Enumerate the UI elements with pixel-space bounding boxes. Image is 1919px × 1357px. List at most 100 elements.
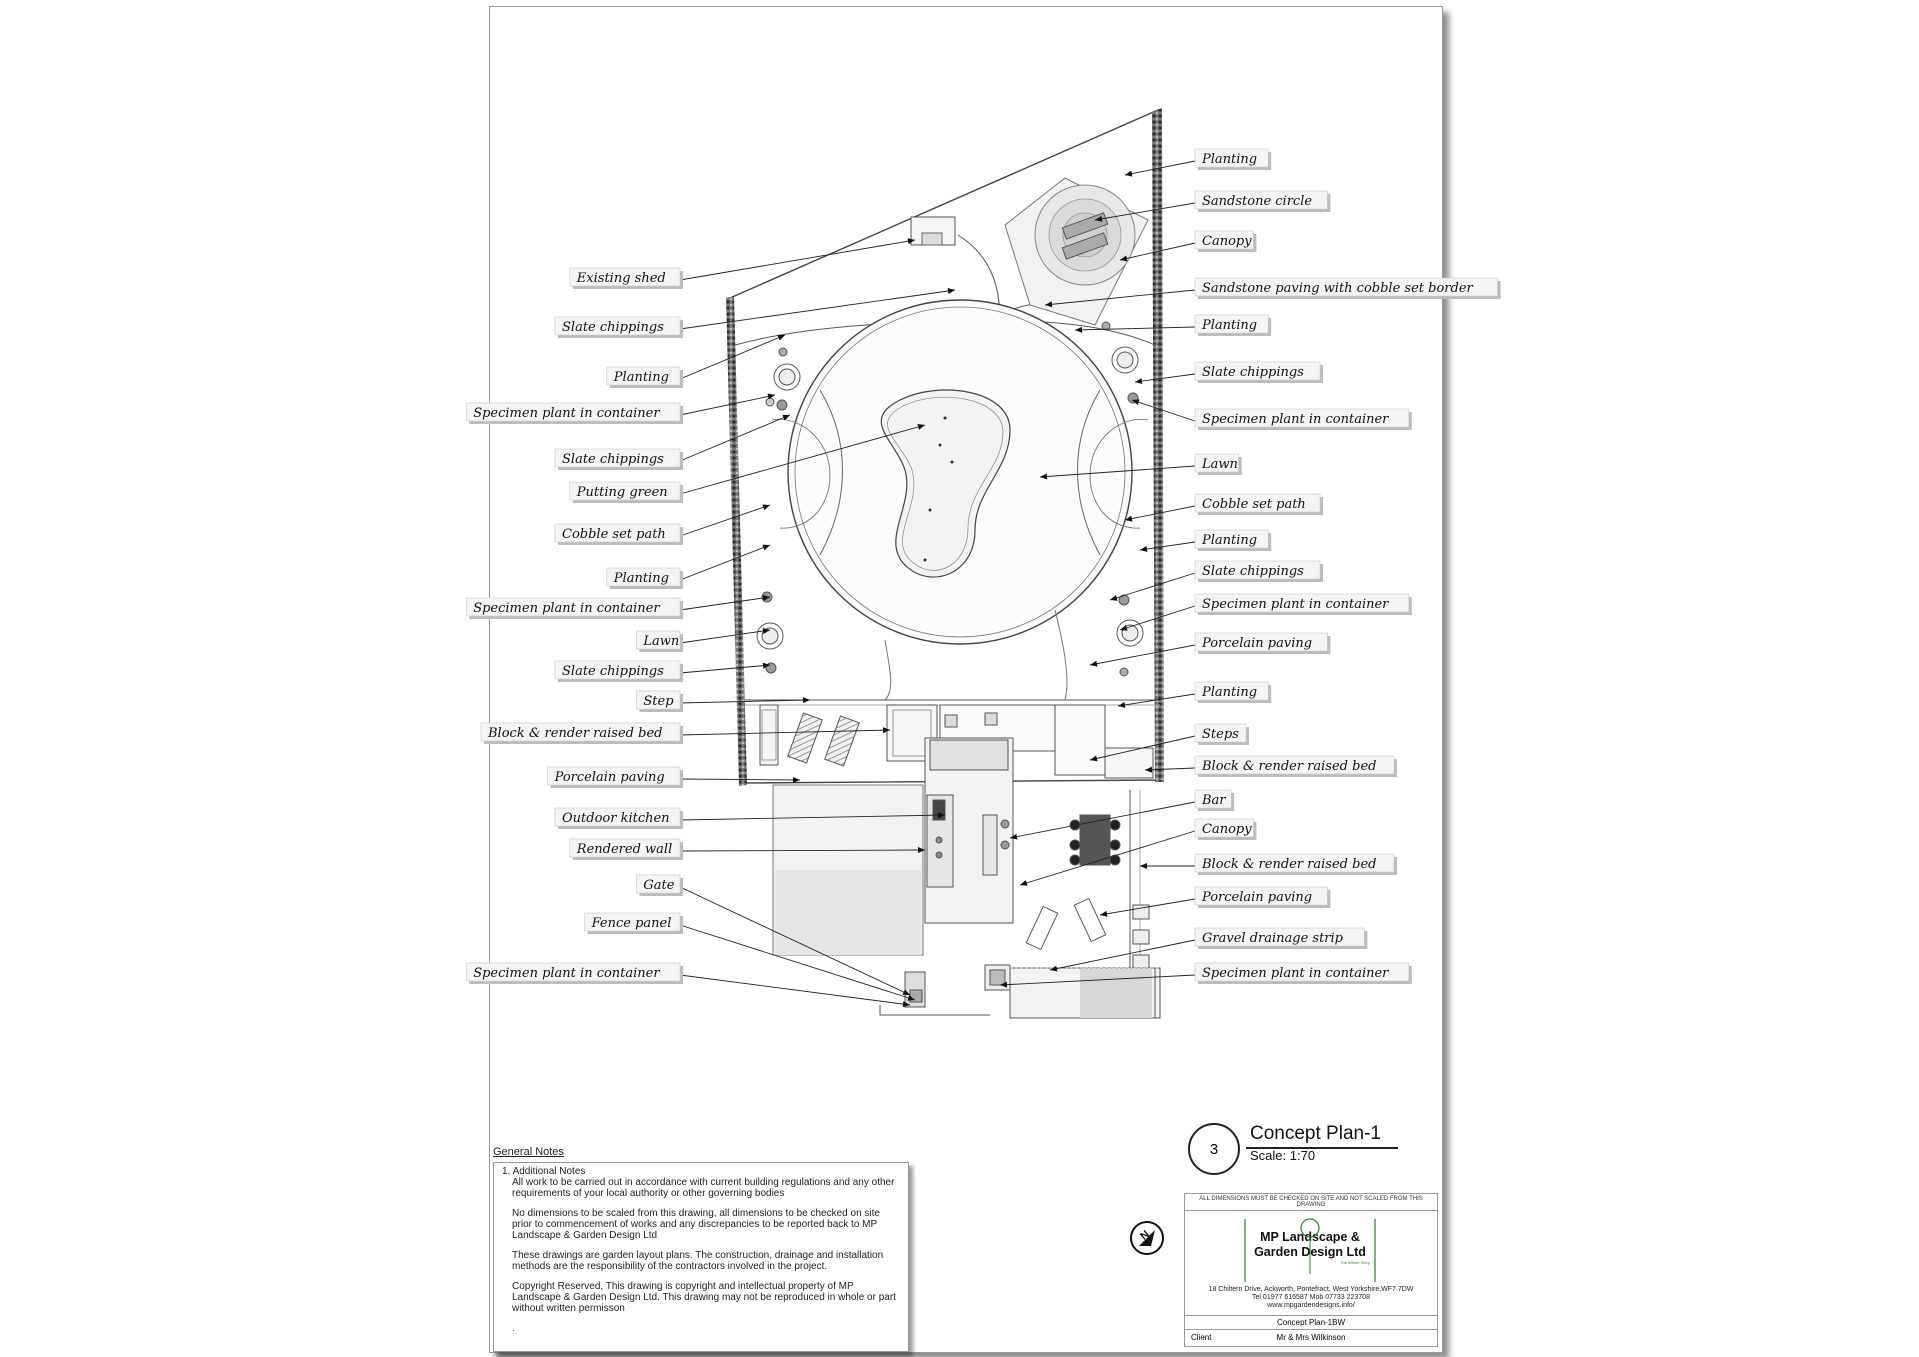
drawing-reference: Concept Plan-1BW	[1185, 1315, 1437, 1330]
leader-line	[1139, 541, 1196, 551]
leader-arrowhead	[1125, 170, 1133, 177]
leader-line	[679, 334, 786, 380]
leader-arrowhead	[902, 989, 910, 995]
callout-right: Specimen plant in container	[1131, 399, 1412, 430]
client-key: Client	[1191, 1333, 1212, 1342]
right-hedge	[1152, 108, 1164, 782]
label-box	[554, 660, 681, 680]
label-box	[606, 567, 681, 587]
callout-text: Fence panel	[591, 916, 672, 931]
leader-arrowhead	[907, 238, 915, 245]
callout-text: Porcelain paving	[554, 770, 665, 785]
callout-text: Planting	[1201, 152, 1257, 167]
dimension-warning: ALL DIMENSIONS MUST BE CHECKED ON SITE A…	[1185, 1194, 1437, 1211]
raised-bed-right	[1104, 747, 1154, 779]
callout-left: Cobble set path	[554, 504, 771, 545]
leader-line	[679, 699, 811, 704]
label-box	[606, 366, 681, 386]
leader-arrowhead	[882, 727, 890, 734]
leader-line	[1074, 326, 1196, 331]
leader-line	[679, 886, 911, 996]
note-paragraph: All work to be carried out in accordance…	[512, 1177, 895, 1199]
callout-right: Planting	[1074, 314, 1272, 336]
leader-line	[679, 814, 946, 821]
callout-right: Planting	[1117, 681, 1272, 708]
leader-line	[679, 849, 926, 852]
callout-left: Porcelain paving	[547, 766, 801, 788]
leader-arrowhead	[1090, 755, 1098, 762]
leader-arrowhead	[947, 288, 955, 294]
callout-left: Slate chippings	[554, 660, 771, 682]
client-row: Client Mr & Mrs Wilkinson	[1185, 1329, 1437, 1346]
leader-line	[679, 974, 911, 1006]
leader-line	[679, 629, 771, 644]
callout-text: Planting	[613, 571, 669, 586]
callout-right: Lawn	[1039, 453, 1242, 480]
leader-line	[999, 974, 1196, 986]
callout-text: Steps	[1202, 727, 1239, 742]
leader-line	[1089, 644, 1196, 666]
leader-arrowhead	[762, 662, 770, 669]
callout-right: Bar	[1009, 789, 1235, 840]
label-box	[1194, 148, 1269, 168]
callout-text: Block & render raised bed	[1201, 759, 1376, 774]
callout-text: Slate chippings	[1202, 564, 1304, 579]
label-box	[584, 912, 681, 932]
client-value: Mr & Mrs Wilkinson	[1276, 1333, 1346, 1342]
note-paragraph: No dimensions to be scaled from this dra…	[512, 1208, 880, 1241]
leader-line	[1094, 202, 1196, 221]
patio-area	[745, 609, 1160, 779]
leader-line	[679, 394, 776, 416]
label-box	[1194, 755, 1395, 775]
leader-line	[679, 504, 771, 537]
callout-left: Specimen plant in container	[465, 962, 911, 1008]
callout-right: Slate chippings	[1109, 560, 1323, 601]
leader-line	[1124, 505, 1196, 521]
bar-counter	[982, 814, 998, 876]
callout-right: Canopy	[1119, 230, 1257, 262]
callout-text: Bar	[1201, 793, 1226, 808]
callout-text: Porcelain paving	[1201, 890, 1312, 905]
callout-text: Planting	[1201, 318, 1257, 333]
label-box	[554, 807, 681, 827]
label-box	[1194, 190, 1328, 210]
leader-arrowhead	[1125, 515, 1133, 522]
label-box	[1194, 560, 1321, 580]
label-box	[1194, 593, 1410, 613]
callout-right: Block & render raised bed	[1144, 755, 1397, 777]
leader-arrowhead	[902, 1001, 910, 1008]
callout-right: Cobble set path	[1124, 493, 1323, 522]
label-box	[1194, 927, 1365, 947]
leader-line	[1009, 801, 1196, 839]
leader-line	[1124, 160, 1196, 176]
leader-line	[679, 414, 791, 462]
leader-line	[1119, 605, 1196, 631]
label-box	[1194, 529, 1269, 549]
label-box	[1194, 853, 1395, 873]
callout-right: Slate chippings	[1134, 361, 1323, 385]
leader-arrowhead	[767, 393, 775, 400]
leader-arrowhead	[1120, 255, 1128, 262]
title-underline	[1246, 1147, 1398, 1149]
leader-arrowhead	[1010, 833, 1018, 840]
callout-text: Block & render raised bed	[1201, 857, 1376, 872]
leader-line	[679, 729, 891, 736]
callout-left: Gate	[636, 874, 911, 996]
callout-text: Specimen plant in container	[473, 406, 660, 421]
label-box	[554, 523, 681, 543]
leader-arrowhead	[1020, 880, 1028, 886]
leader-arrowhead	[907, 995, 915, 1001]
callout-text: Cobble set path	[1202, 497, 1306, 512]
callout-text: Canopy	[1202, 822, 1252, 837]
callout-right: Porcelain paving	[1089, 632, 1331, 667]
leader-line	[679, 778, 801, 781]
callout-left: Specimen plant in container	[465, 595, 771, 619]
callout-text: Step	[643, 694, 674, 709]
callout-text: Porcelain paving	[1201, 636, 1312, 651]
notes-subheading: 1. Additional Notes	[502, 1166, 586, 1177]
note-paragraph: These drawings are garden layout plans. …	[512, 1250, 884, 1272]
callout-left: Block & render raised bed	[480, 722, 891, 744]
label-box	[1194, 632, 1328, 652]
company-logo: MP Landscape & Garden Design Ltd The Who…	[1225, 1214, 1395, 1284]
sandstone-circle-canopy	[1004, 177, 1149, 326]
